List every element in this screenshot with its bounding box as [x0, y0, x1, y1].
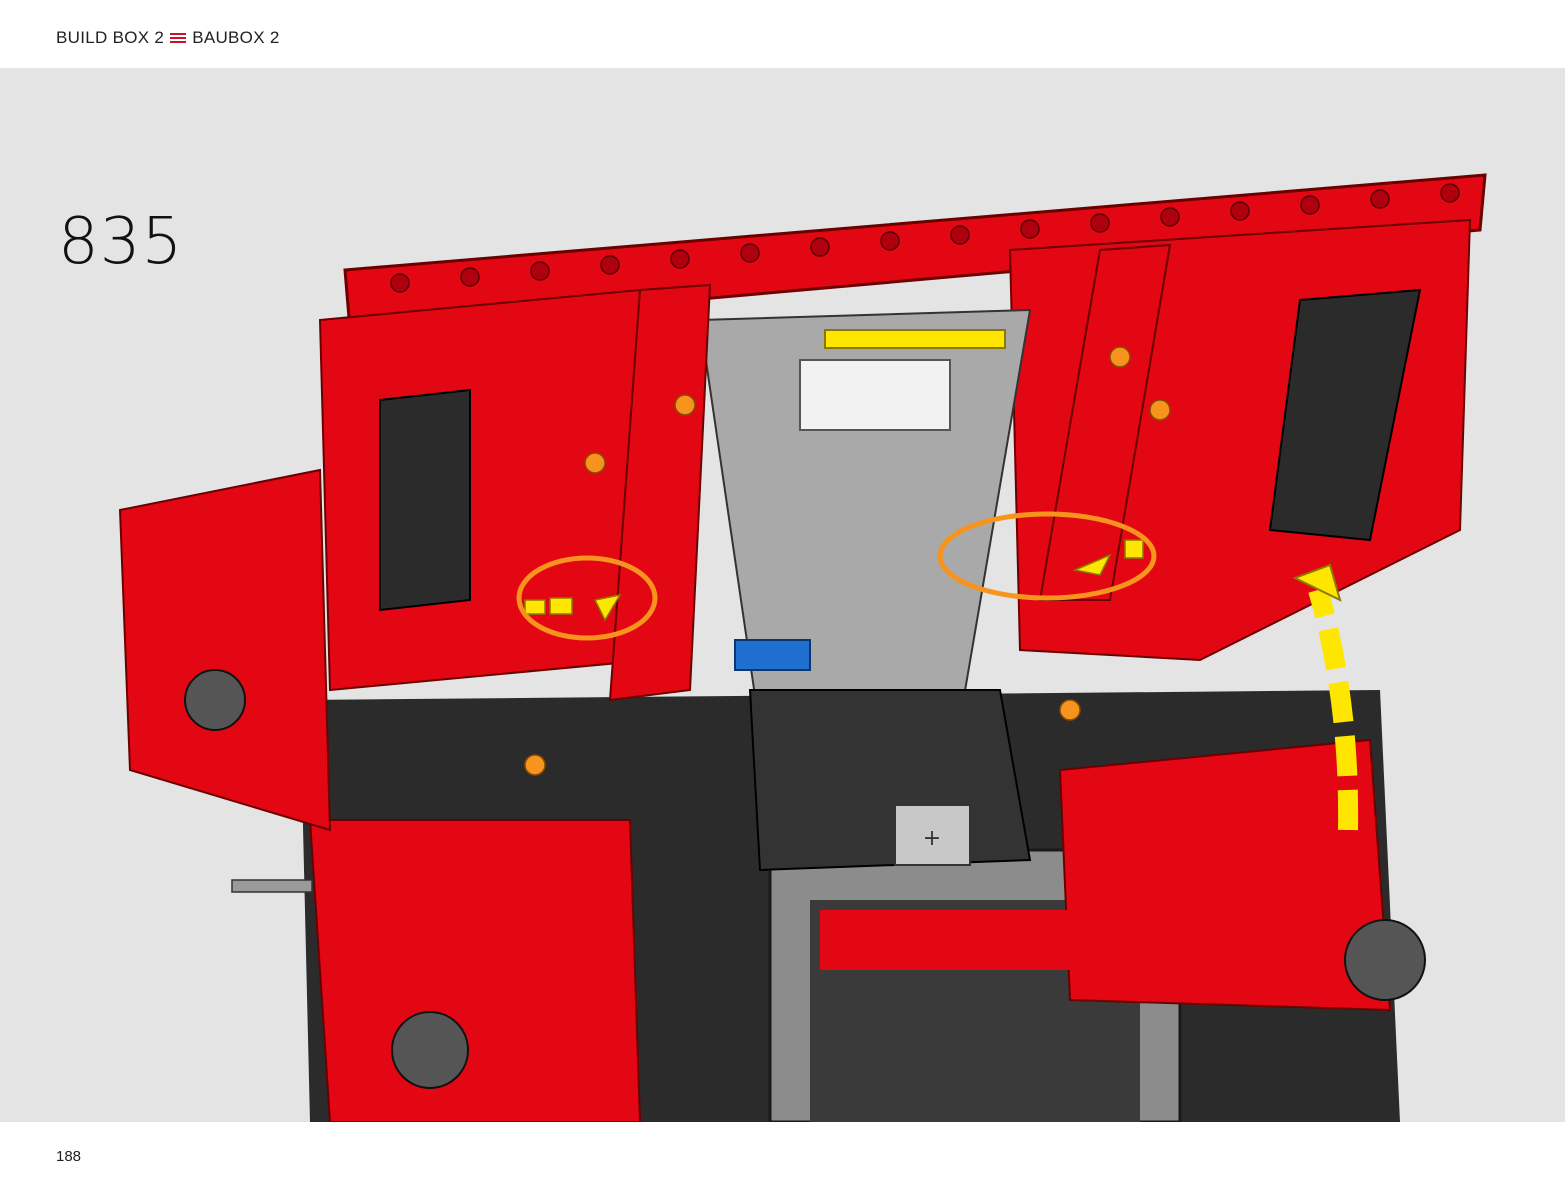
step-number: 835: [58, 205, 184, 279]
left-lower-hub-icon: [391, 1011, 469, 1089]
beam-holes: [390, 183, 1460, 293]
left-red-frame: [318, 288, 652, 692]
white-plate: [799, 359, 951, 431]
lower-red-beam-left: [308, 819, 642, 1122]
right-pin-highlight: [937, 511, 1157, 601]
gearbox-block: [748, 689, 1032, 872]
yellow-new-parts: [524, 539, 1144, 622]
page-header: BUILD BOX 2 BAUBOX 2: [56, 26, 280, 50]
page-number: 188: [56, 1148, 82, 1165]
grey-connector-block: [894, 804, 971, 866]
left-hub-icon: [184, 669, 246, 731]
center-red-beam-right: [1038, 243, 1172, 601]
rotate-up-arrow-icon: [1292, 563, 1342, 602]
left-side-assembly: [118, 468, 332, 832]
header-left-label: BUILD BOX 2: [56, 28, 165, 47]
left-dark-bracket: [379, 388, 471, 612]
left-grey-rod: [231, 879, 313, 893]
left-pin-highlight: [516, 555, 658, 641]
model-illustration: +: [118, 173, 1487, 1122]
right-dark-bracket: [1268, 288, 1422, 542]
svg-text:+: +: [923, 826, 941, 851]
blue-beam: [734, 639, 811, 671]
yellow-axle: [824, 329, 1006, 349]
hamburger-icon: [170, 33, 187, 43]
orange-pins: [524, 346, 1171, 776]
rotate-up-arrow-dashes: [1308, 587, 1359, 831]
right-hub-icon: [1344, 919, 1426, 1001]
header-right-label: BAUBOX 2: [192, 28, 280, 47]
